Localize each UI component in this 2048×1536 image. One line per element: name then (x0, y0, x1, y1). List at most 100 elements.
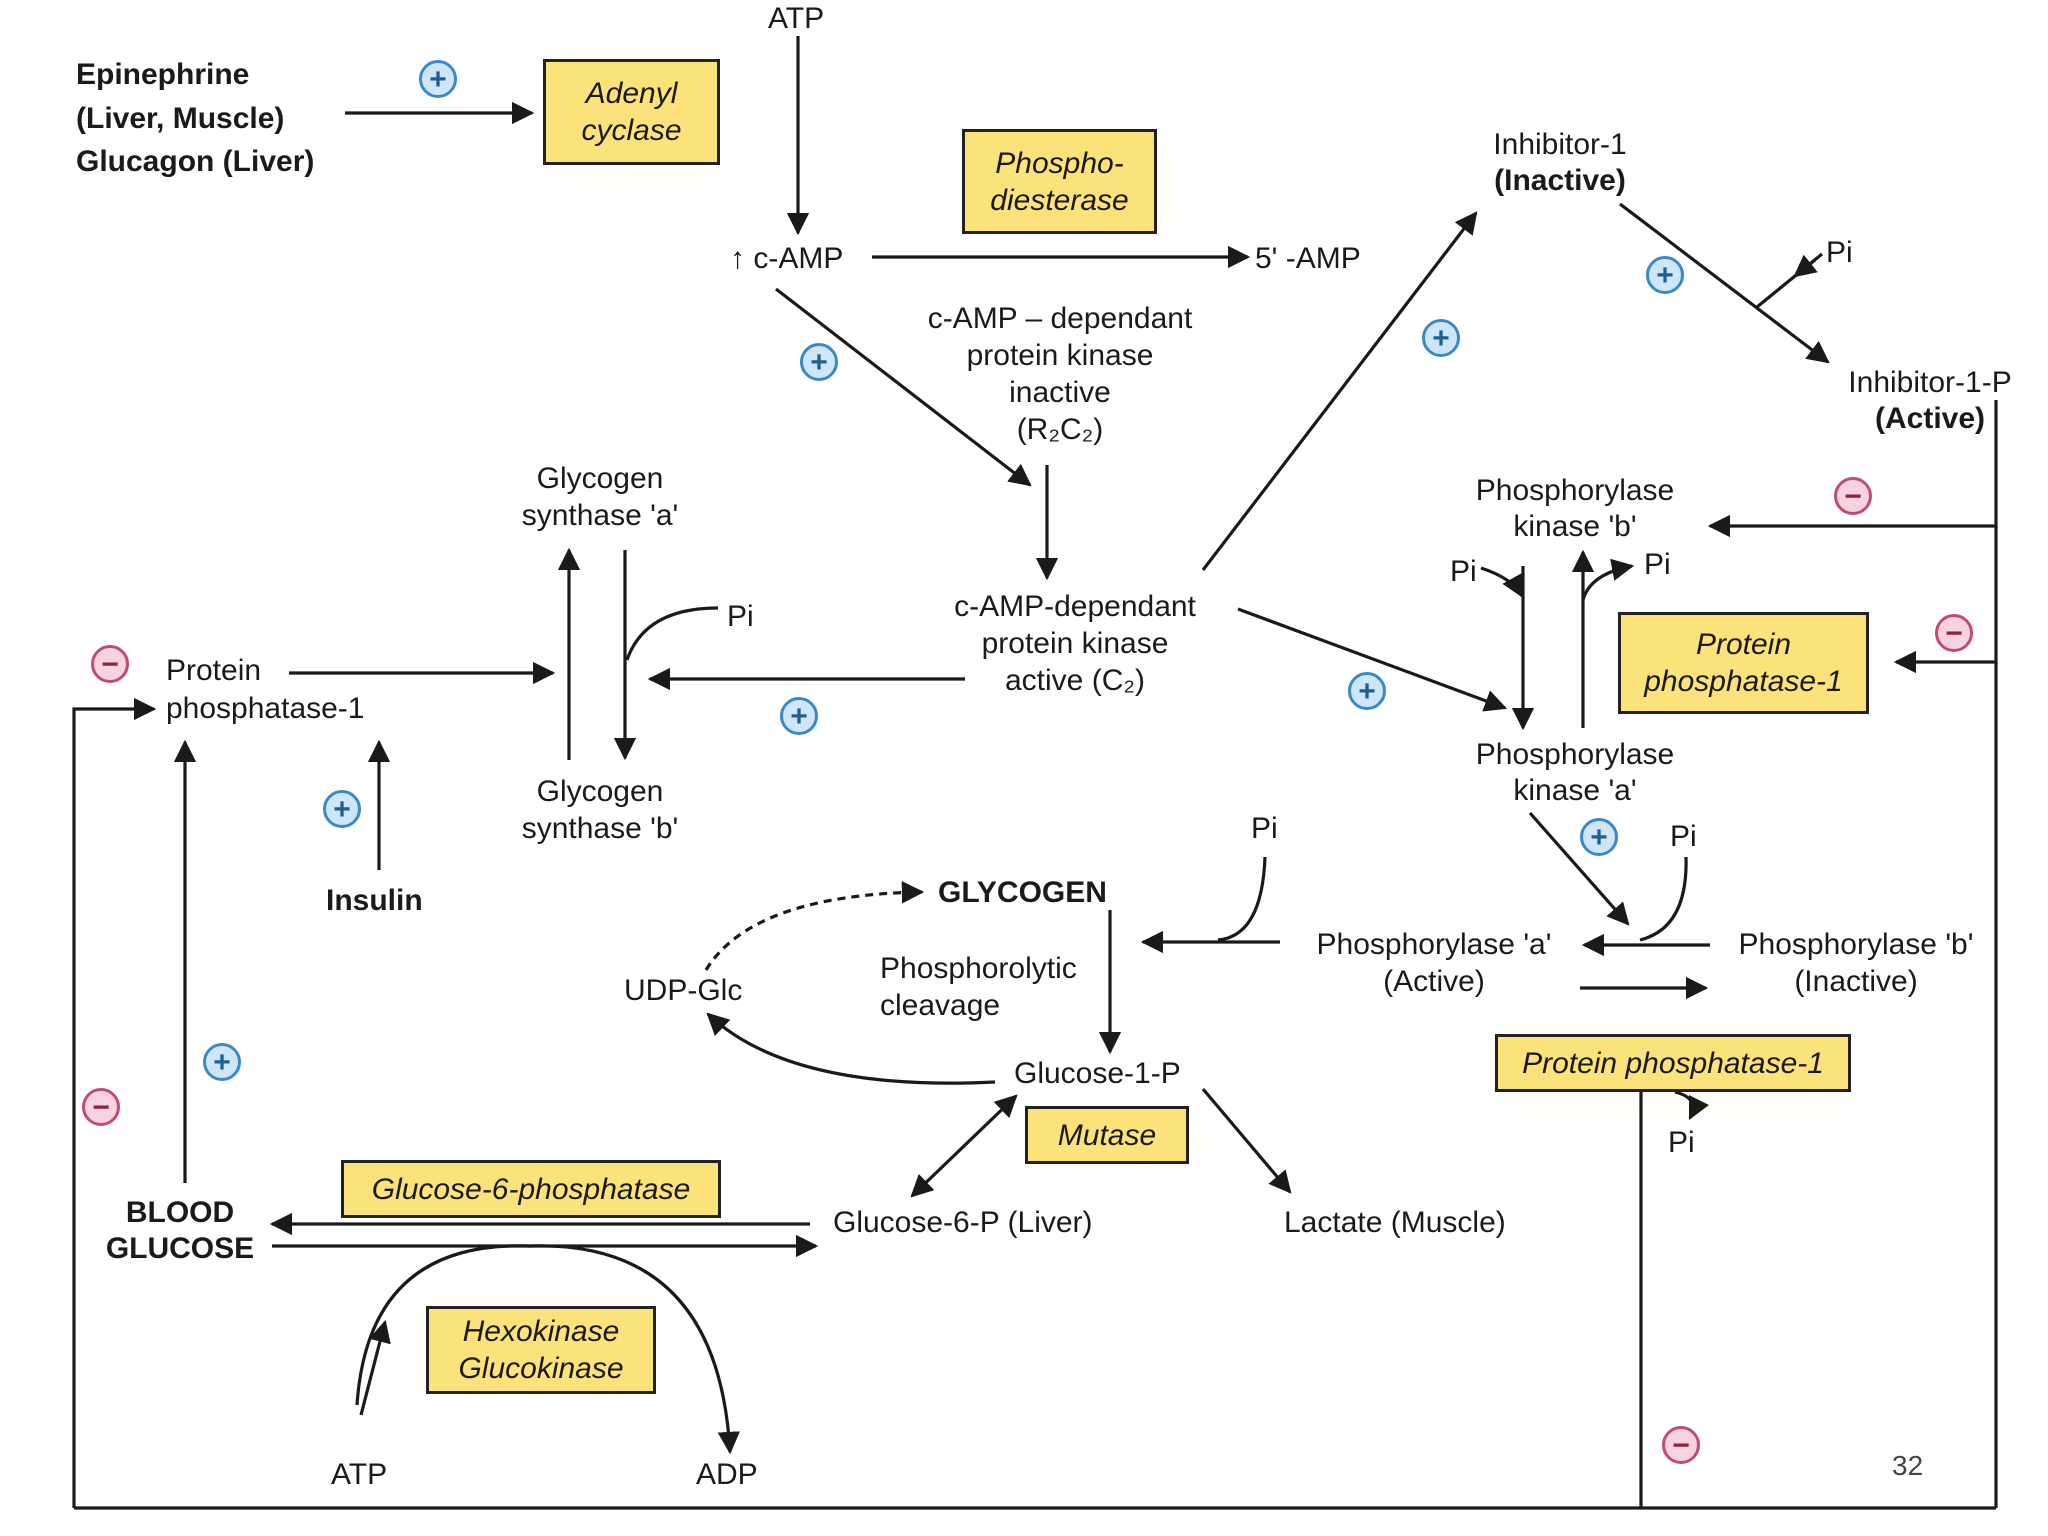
epinephrine-label: Epinephrine (76, 58, 250, 91)
adenyl-cyclase-line1: Adenyl (585, 77, 678, 110)
pk-active-line1: c-AMP-dependant (954, 590, 1196, 623)
camp-label: ↑ c-AMP (730, 242, 844, 275)
arrow-camp-to-pk (775, 287, 1032, 487)
inhibition-sign: − (1834, 477, 1872, 515)
mutase-text: Mutase (1057, 1118, 1157, 1152)
stimulation-sign: + (323, 790, 361, 828)
blood-glucose-line1: BLOOD (125, 1196, 235, 1229)
hexokinase-box: Hexokinase Glucokinase (426, 1306, 656, 1394)
pp1-bottom-box: Protein phosphatase-1 (1495, 1034, 1851, 1092)
arrow-pp1-pi (1674, 1090, 1710, 1121)
adenyl-cyclase-line2: cyclase (581, 114, 682, 147)
phosphorolytic-line1: Phosphorolytic (880, 952, 1077, 985)
g6pase-box: Glucose-6-phosphatase (341, 1160, 721, 1218)
phosphorylase-a-label: Phosphorylase 'a' (1316, 928, 1552, 961)
inhibitor1-state: (Inactive) (1494, 164, 1626, 197)
arrow-atp-into-arc (359, 1319, 391, 1416)
lactate-label: Lactate (Muscle) (1284, 1206, 1506, 1239)
gs-a-line2: synthase 'a' (521, 499, 679, 532)
gs-b-line1: Glycogen (536, 775, 664, 808)
arrow-pk-to-phk (1237, 607, 1508, 712)
stimulation-sign: + (780, 697, 818, 735)
five-amp-label: 5' -AMP (1255, 242, 1361, 275)
phosphodiesterase-line2: diesterase (990, 183, 1129, 217)
pk-inactive-line3: inactive (1009, 376, 1111, 409)
inhibitor1-label: Inhibitor-1 (1493, 128, 1627, 161)
g6p-label: Glucose-6-P (Liver) (833, 1206, 1093, 1239)
inhibition-sign: − (1662, 1426, 1700, 1464)
pk-active-line2: protein kinase (981, 627, 1169, 660)
phosphorylase-b-state: (Inactive) (1794, 965, 1918, 998)
arrow-g1p-g6p (910, 1094, 1018, 1198)
inhibition-sign: − (1935, 614, 1973, 652)
inhibition-sign: − (82, 1088, 120, 1126)
pp1-bottom-text: Protein phosphatase-1 (1522, 1046, 1824, 1080)
pp1-left-line1: Protein (166, 654, 262, 687)
arrow-atp-adp-arc (355, 1244, 741, 1455)
arrow-pi-ph (1639, 856, 1688, 942)
g1p-label: Glucose-1-P (1014, 1057, 1181, 1090)
arrow-phka-to-ph (1528, 811, 1630, 926)
pk-inactive-line1: c-AMP – dependant (927, 302, 1193, 335)
pi-phk-right-label: Pi (1644, 548, 1671, 581)
adp-bottom-label: ADP (696, 1458, 758, 1491)
pk-inactive-line4: (R₂C₂) (1016, 413, 1104, 446)
arrow-pi-gs (625, 606, 719, 661)
stimulation-sign: + (203, 1043, 241, 1081)
arrow-g1p-to-udp (706, 1012, 996, 1085)
pp1-right-box: Protein phosphatase-1 (1618, 612, 1869, 714)
pi-glycogen-label: Pi (1251, 812, 1278, 845)
arrow-udp-to-glycogen (704, 881, 925, 971)
mutase-box: Mutase (1025, 1106, 1189, 1164)
inhibition-sign: − (91, 645, 129, 683)
stimulation-sign: + (1348, 672, 1386, 710)
arrow-pi-glycogen (1217, 856, 1267, 942)
liver-muscle-label: (Liver, Muscle) (76, 102, 285, 135)
pi-phk-left-label: Pi (1450, 555, 1477, 588)
stimulation-sign: + (800, 343, 838, 381)
phk-b-line2: kinase 'b' (1513, 510, 1637, 543)
arrow-g1p-to-lactate (1201, 1087, 1292, 1194)
phosphodiesterase-line1: Phospho- (995, 146, 1124, 180)
arrow-bottom-to-pp1 (72, 697, 157, 1508)
udp-glc-label: UDP-Glc (624, 974, 743, 1007)
phosphodiesterase-box: Phospho- diesterase (962, 129, 1157, 234)
arrow-pk-to-inhibitor (1201, 211, 1478, 571)
pk-inactive-line2: protein kinase (966, 339, 1154, 372)
phk-a-line2: kinase 'a' (1513, 774, 1637, 807)
pp1-right-line1: Protein (1695, 628, 1792, 661)
pi-gs-label: Pi (727, 600, 754, 633)
phosphorylase-b-label: Phosphorylase 'b' (1738, 928, 1974, 961)
atp-top-label: ATP (768, 2, 825, 35)
pp1-right-line2: phosphatase-1 (1644, 665, 1843, 698)
inhibitor1p-label: Inhibitor-1-P (1848, 366, 2012, 399)
glucagon-label: Glucagon (Liver) (76, 145, 315, 178)
page-number: 32 (1892, 1450, 1924, 1481)
blood-glucose-line2: GLUCOSE (105, 1232, 255, 1265)
arrow-pi-into-phk (1480, 566, 1524, 598)
pk-active-line3: active (C₂) (1005, 664, 1145, 697)
pi-pp1-bottom-label: Pi (1668, 1126, 1695, 1159)
phosphorylase-a-state: (Active) (1383, 965, 1485, 998)
arrow-pi-out-phk (1581, 558, 1635, 601)
gs-a-line1: Glycogen (536, 462, 664, 495)
adenyl-cyclase-box: Adenyl cyclase (543, 59, 720, 165)
g6pase-text: Glucose-6-phosphatase (371, 1172, 691, 1206)
insulin-label: Insulin (326, 884, 423, 917)
stimulation-sign: + (1580, 818, 1618, 856)
phk-b-line1: Phosphorylase (1475, 474, 1675, 507)
phosphorolytic-line2: cleavage (880, 989, 1001, 1022)
pp1-left-line2: phosphatase-1 (166, 692, 365, 725)
arrow-inhibitor-to-inhibitorp (1619, 202, 1830, 364)
hexokinase-line2: Glucokinase (458, 1352, 624, 1385)
atp-bottom-label: ATP (331, 1458, 388, 1491)
pi-inhibitor-label: Pi (1826, 236, 1853, 269)
pi-ph-label: Pi (1670, 820, 1697, 853)
hexokinase-line1: Hexokinase (462, 1315, 620, 1348)
phk-a-line1: Phosphorylase (1475, 738, 1675, 771)
gs-b-line2: synthase 'b' (521, 812, 679, 845)
stimulation-sign: + (1422, 319, 1460, 357)
glycogen-label: GLYCOGEN (938, 876, 1107, 909)
